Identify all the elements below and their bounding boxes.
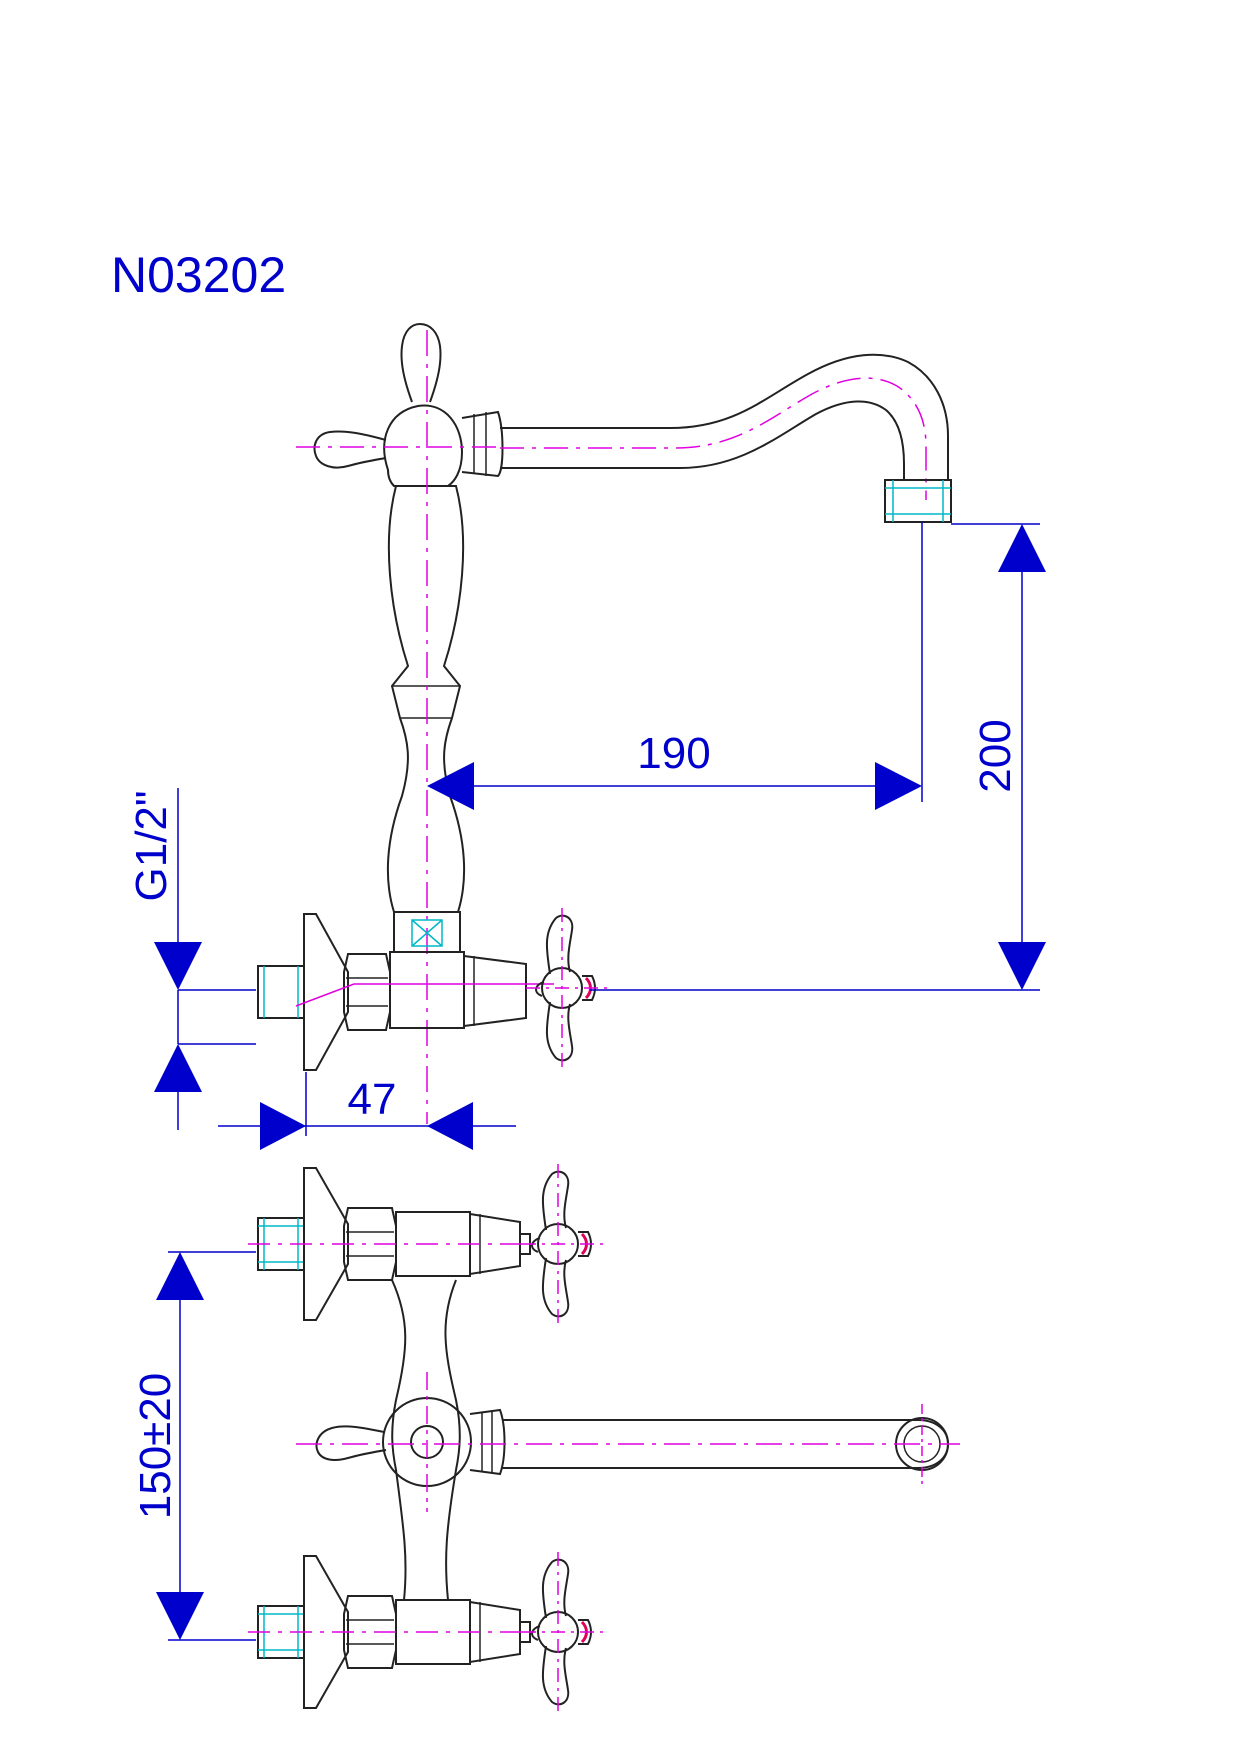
lower-inlet-assembly	[248, 1552, 606, 1712]
dimensions: 190 200 G1/2" 47	[127, 522, 1046, 1641]
upper-inlet-assembly	[248, 1164, 606, 1324]
dim-thread: G1/2"	[127, 788, 256, 1130]
cartridge-housing	[383, 404, 464, 487]
dim-thread-label: G1/2"	[127, 790, 176, 901]
dim-spout-height: 200	[590, 523, 1046, 991]
aerator	[884, 479, 952, 523]
dim-wall-offset-label: 47	[348, 1075, 397, 1124]
side-lever-handle	[313, 430, 387, 469]
front-view	[248, 1164, 960, 1712]
swan-neck-spout	[500, 353, 949, 480]
front-lever-handle	[315, 1425, 387, 1461]
front-spout-collar	[469, 1408, 506, 1476]
dim-spout-reach: 190	[427, 522, 923, 810]
dim-inlet-spacing: 150±20	[131, 1251, 256, 1641]
dim-spout-reach-label: 190	[637, 729, 710, 778]
top-lever-handle	[400, 322, 442, 403]
connecting-body	[391, 1279, 407, 1601]
side-view	[257, 322, 952, 1124]
dim-inlet-spacing-label: 150±20	[131, 1373, 180, 1520]
baluster-body	[386, 485, 466, 913]
model-code: N03202	[111, 247, 286, 303]
side-valve-assembly	[257, 906, 612, 1071]
spout-collar	[461, 410, 504, 478]
dim-spout-height-label: 200	[971, 719, 1020, 792]
dim-wall-offset: 47	[218, 1072, 516, 1150]
